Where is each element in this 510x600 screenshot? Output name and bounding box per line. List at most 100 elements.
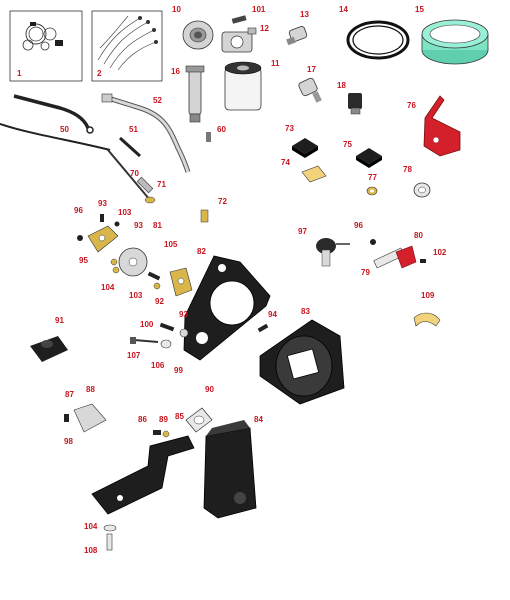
part-100-bolt[interactable] — [159, 322, 175, 332]
callout-96-b: 96 — [354, 221, 363, 230]
callout-74: 74 — [281, 158, 290, 167]
part-75-pad[interactable] — [356, 148, 382, 168]
callout-109: 109 — [421, 291, 435, 300]
part-15-filter-element[interactable] — [421, 19, 489, 65]
part-104-washers[interactable] — [110, 258, 120, 274]
part-14-seal-ring[interactable] — [346, 20, 410, 60]
part-17-fitting[interactable] — [298, 77, 322, 103]
callout-89: 89 — [159, 415, 168, 424]
callout-83: 83 — [301, 307, 310, 316]
part-106-washer[interactable] — [160, 339, 172, 349]
callout-17: 17 — [307, 65, 316, 74]
callout-101: 101 — [252, 5, 266, 14]
callout-100: 100 — [140, 320, 154, 329]
part-muffler-bracket[interactable] — [91, 435, 195, 515]
part-83-adapter[interactable] — [259, 319, 345, 405]
part-107-bolt[interactable] — [130, 337, 159, 344]
part-18-sensor[interactable] — [348, 93, 362, 115]
callout-103-a: 103 — [118, 208, 132, 217]
part-109-handle[interactable] — [413, 312, 441, 327]
callout-87: 87 — [65, 390, 74, 399]
callout-99: 99 — [174, 366, 183, 375]
part-71-fitting[interactable] — [144, 196, 156, 204]
part-60-fitting[interactable] — [206, 132, 211, 142]
callout-93-c: 93 — [179, 310, 188, 319]
part-82-pump-bracket[interactable] — [183, 255, 271, 361]
callout-86: 86 — [138, 415, 147, 424]
part-104-washer-b[interactable] — [103, 524, 117, 532]
part-52-hose[interactable] — [101, 93, 191, 173]
part-73-pad[interactable] — [292, 138, 318, 158]
part-99-washer[interactable] — [179, 328, 189, 338]
callout-92: 92 — [155, 297, 164, 306]
part-74-pad[interactable] — [301, 165, 327, 183]
part-76-bracket[interactable] — [423, 95, 461, 157]
part-10-filter-head[interactable] — [182, 20, 214, 50]
part-98-bolt[interactable] — [64, 414, 69, 422]
part-72-fitting[interactable] — [200, 209, 209, 223]
callout-2: 2 — [97, 69, 102, 78]
part-108-bolt[interactable] — [106, 533, 113, 551]
part-103-washer[interactable] — [114, 221, 120, 227]
callout-108: 108 — [84, 546, 98, 555]
callout-76: 76 — [407, 101, 416, 110]
part-92-bolt[interactable] — [147, 271, 161, 281]
callout-84: 84 — [254, 415, 263, 424]
callout-88: 88 — [86, 385, 95, 394]
callout-51: 51 — [129, 125, 138, 134]
part-78-bushing[interactable] — [413, 182, 431, 198]
part-102-bolt[interactable] — [420, 259, 426, 263]
callout-78: 78 — [403, 165, 412, 174]
callout-82: 82 — [197, 247, 206, 256]
part-90-clamp[interactable] — [185, 407, 213, 433]
part-70-throttle-cable[interactable] — [107, 149, 154, 201]
part-2-hose-kit[interactable] — [91, 10, 163, 82]
part-50-cable[interactable] — [0, 94, 111, 151]
callout-107: 107 — [127, 351, 141, 360]
part-12-filter-head-block[interactable] — [221, 27, 257, 53]
part-coupling[interactable] — [169, 267, 193, 297]
part-80-arm[interactable] — [395, 245, 417, 269]
part-101-clip[interactable] — [231, 15, 247, 24]
part-96-nut[interactable] — [77, 235, 83, 241]
callout-15: 15 — [415, 5, 424, 14]
callout-93-b: 93 — [134, 221, 143, 230]
part-94-bolt[interactable] — [257, 323, 269, 333]
callout-97: 97 — [298, 227, 307, 236]
callout-94: 94 — [268, 310, 277, 319]
part-51-rod[interactable] — [118, 136, 142, 158]
part-77-washer[interactable] — [366, 186, 378, 196]
callout-11: 11 — [271, 59, 280, 68]
callout-98: 98 — [64, 437, 73, 446]
callout-106: 106 — [151, 361, 165, 370]
part-91-isolator[interactable] — [30, 336, 68, 362]
callout-95: 95 — [79, 256, 88, 265]
callout-72: 72 — [218, 197, 227, 206]
part-105-disc[interactable] — [118, 247, 148, 277]
part-88-bracket[interactable] — [73, 403, 107, 433]
callout-71: 71 — [157, 180, 166, 189]
part-16-fuel-sensor[interactable] — [185, 65, 205, 123]
callout-77: 77 — [368, 173, 377, 182]
callout-16: 16 — [171, 67, 180, 76]
part-13-fitting[interactable] — [286, 26, 308, 46]
callout-75: 75 — [343, 140, 352, 149]
callout-79: 79 — [361, 268, 370, 277]
part-97-rod-end[interactable] — [316, 238, 350, 267]
part-81-plate[interactable] — [87, 225, 119, 253]
part-84-muffler[interactable] — [203, 420, 257, 519]
callout-81: 81 — [153, 221, 162, 230]
part-103-washer-b[interactable] — [153, 282, 161, 290]
part-11-filter-canister[interactable] — [224, 61, 262, 111]
callout-103-b: 103 — [129, 291, 143, 300]
callout-12: 12 — [260, 24, 269, 33]
part-86-89-fasteners[interactable] — [153, 430, 170, 438]
callout-13: 13 — [300, 10, 309, 19]
callout-91: 91 — [55, 316, 64, 325]
callout-102: 102 — [433, 248, 447, 257]
callout-10: 10 — [172, 5, 181, 14]
part-1-seal-kit[interactable] — [9, 10, 83, 82]
part-93-bolt[interactable] — [100, 214, 104, 222]
part-96-nut-b[interactable] — [370, 239, 376, 245]
